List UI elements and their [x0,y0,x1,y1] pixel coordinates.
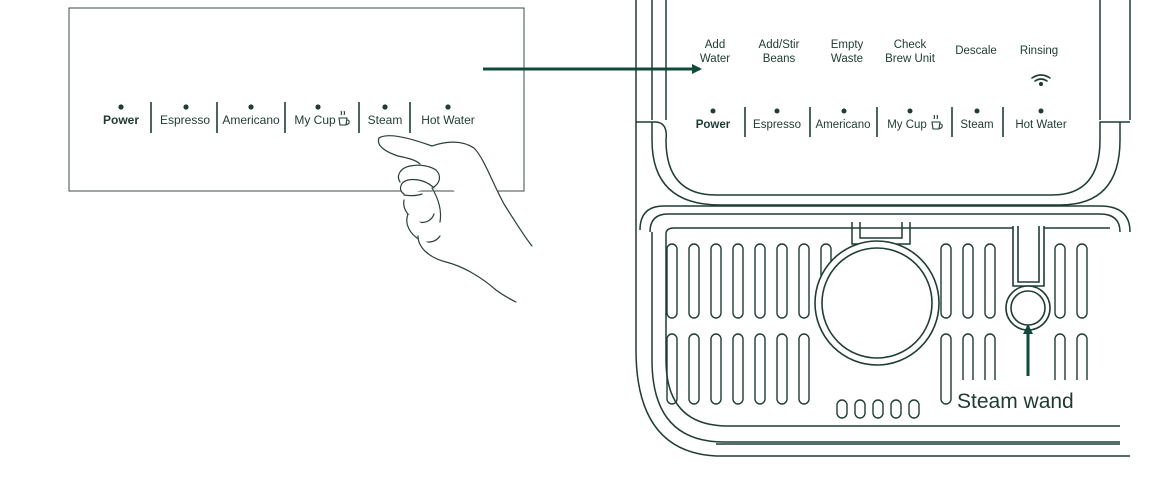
tray-slot [798,243,810,319]
indicator-waste-l2: Waste [831,53,863,65]
tray-slot [754,333,766,405]
machine-separators [744,107,1004,137]
tray-slot [836,399,848,419]
machine-button-americano[interactable]: Americano [816,119,871,131]
tray-slot [1054,243,1066,319]
tray-slot [1076,243,1088,319]
tray-slot [984,243,996,319]
machine-button-power[interactable]: Power [696,119,731,131]
wifi-icon [1031,74,1051,87]
closeup-panel-frame [68,7,525,192]
drip-tray-slots [666,243,1088,419]
steam-wand [1005,226,1051,331]
tray-slot [688,333,700,405]
indicator-brew-unit-l1: Check [894,39,927,51]
tray-slot [872,399,884,419]
indicator-descale: Descale [955,45,997,57]
closeup-cup-icon [338,110,350,126]
machine-button-hot-water[interactable]: Hot Water [1015,119,1067,131]
machine-button-espresso[interactable]: Espresso [753,119,801,131]
tray-slot [688,243,700,319]
closeup-button-power[interactable]: Power [103,113,139,127]
tray-slot [776,243,788,319]
machine-button-my-cup[interactable]: My Cup [887,119,927,131]
machine-indicator-labels: Add Water Add/Stir Beans Empty Waste Che… [700,39,1058,65]
tray-slot [854,399,866,419]
tray-slot [776,333,788,405]
machine-cup-icon [931,114,943,130]
machine-dots [710,108,1044,114]
indicator-brew-unit-l2: Brew Unit [885,53,936,65]
indicator-add-water-l2: Water [700,53,730,65]
tray-slot [908,399,920,419]
closeup-button-hot-water[interactable]: Hot Water [421,113,475,127]
tray-slot [710,243,722,319]
closeup-button-americano[interactable]: Americano [222,113,280,127]
closeup-button-my-cup[interactable]: My Cup [294,113,336,127]
tray-slot [732,243,744,319]
indicator-beans-l2: Beans [763,53,796,65]
tray-slot [666,243,678,319]
indicator-rinsing: Rinsing [1020,45,1058,57]
tray-slot [754,243,766,319]
tray-slot [710,333,722,405]
indicator-waste-l1: Empty [831,39,864,51]
tray-slot [940,243,952,319]
closeup-button-espresso[interactable]: Espresso [160,113,210,127]
cup-platform [814,240,940,366]
tray-slot [890,399,902,419]
closeup-button-steam[interactable]: Steam [368,113,403,127]
steam-wand-label-bg [952,380,1102,416]
tray-slot [962,243,974,319]
indicator-beans-l1: Add/Stir [759,39,800,51]
machine-button-steam[interactable]: Steam [960,119,993,131]
tray-slot [732,333,744,405]
closeup-dots [118,104,451,110]
steam-wand-label: Steam wand [957,390,1074,413]
pointing-hand-illustration [377,134,533,303]
closeup-separators [150,102,411,133]
tray-slot [940,333,952,405]
tray-slot [666,333,678,405]
tray-slot [798,333,810,405]
indicator-add-water-l1: Add [705,39,725,51]
machine-body [635,0,1131,457]
